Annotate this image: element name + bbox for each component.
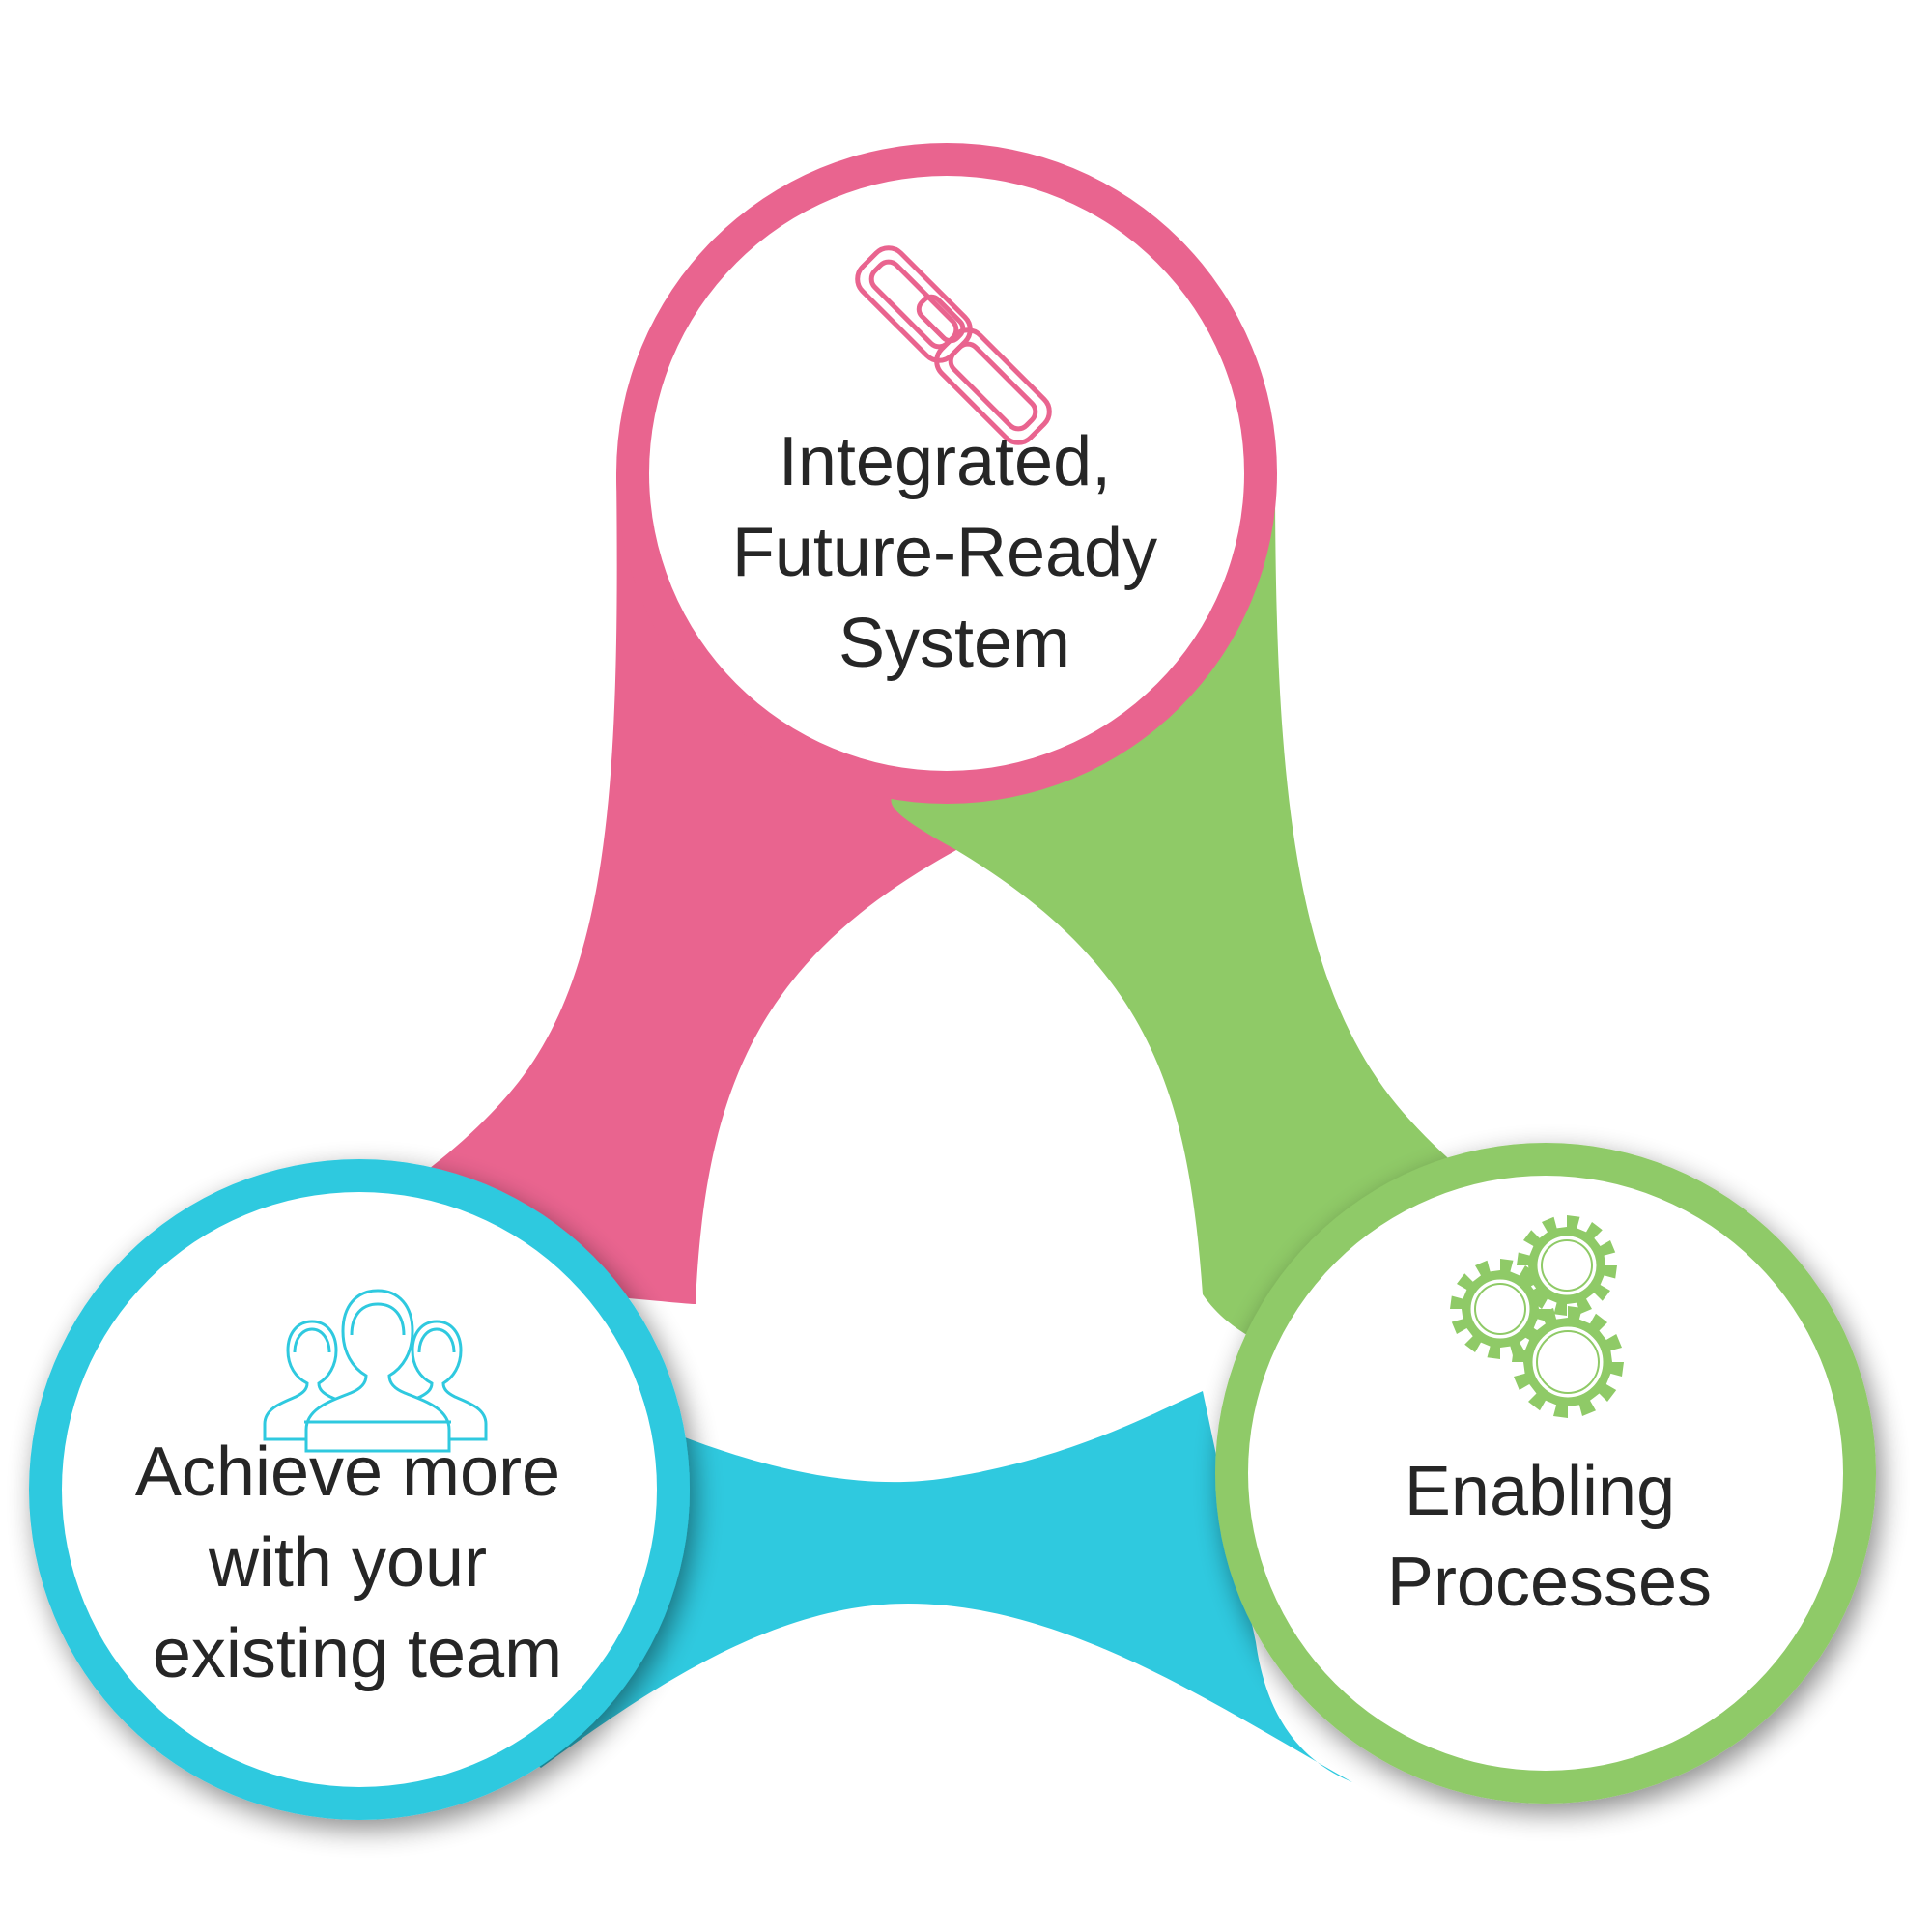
pink-connector-band xyxy=(203,473,1111,1314)
left-label-line: Achieve more xyxy=(135,1434,560,1511)
top-label-line: Integrated, xyxy=(779,423,1111,500)
left-label-line: with your xyxy=(208,1524,487,1602)
left-node-label: Achieve more with your existing team xyxy=(135,1434,580,1692)
gear-hole xyxy=(1534,1233,1600,1298)
chain-link-icon xyxy=(855,245,1052,445)
right-ring xyxy=(1215,1143,1876,1804)
top-label-line: Future-Ready xyxy=(732,514,1157,591)
gear-hole xyxy=(1467,1276,1533,1342)
right-label-line: Processes xyxy=(1387,1544,1712,1621)
gears-icon xyxy=(1450,1215,1624,1418)
top-node-label: Integrated, Future-Ready System xyxy=(732,423,1177,682)
top-label-line: System xyxy=(838,605,1070,682)
gear-inner-ring xyxy=(1536,1330,1600,1394)
right-label-line: Enabling xyxy=(1405,1453,1675,1530)
top-ring xyxy=(616,143,1277,804)
gear-hole xyxy=(1529,1323,1606,1401)
team-icon xyxy=(263,1289,488,1453)
left-ring xyxy=(29,1159,690,1820)
gear-inner-ring xyxy=(1541,1239,1593,1292)
left-label-line: existing team xyxy=(153,1615,562,1692)
gear-inner-ring xyxy=(1474,1283,1526,1335)
right-node-label: Enabling Processes xyxy=(1387,1453,1712,1621)
